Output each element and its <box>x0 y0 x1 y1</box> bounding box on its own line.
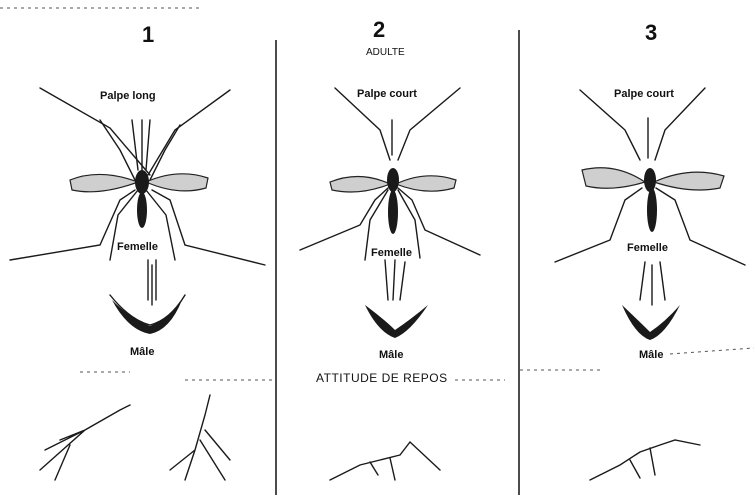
panel-3-female-label: Femelle <box>627 242 668 254</box>
panel-2-header: ADULTE <box>366 47 405 58</box>
panel-2-female-label: Femelle <box>371 247 412 259</box>
panel-1-female-label: Femelle <box>117 241 158 253</box>
panel-2-male-female-heads <box>365 260 428 338</box>
panel-3-number: 3 <box>645 20 657 46</box>
panel-2-resting-pose <box>330 442 440 480</box>
rest-attitude-label: ATTITUDE DE REPOS <box>316 371 448 385</box>
panel-1-male-female-heads <box>110 260 185 334</box>
panel-1-adult-mosquito <box>10 88 265 265</box>
panel-3-palp-label: Palpe court <box>614 88 674 100</box>
panel-2-male-label: Mâle <box>379 349 403 361</box>
panel-2-number: 2 <box>373 17 385 43</box>
panel-3-male-female-heads <box>622 262 680 340</box>
panel-3-adult-mosquito <box>555 88 745 265</box>
panel-1-male-label: Mâle <box>130 346 154 358</box>
panel-2-palp-label: Palpe court <box>357 88 417 100</box>
panel-3-male-label: Mâle <box>639 349 663 361</box>
panel-1-resting-pose <box>40 395 230 480</box>
panel-1-number: 1 <box>142 22 154 48</box>
panel-3-resting-pose <box>590 440 700 480</box>
panel-1-palp-label: Palpe long <box>100 90 156 102</box>
panel-2-adult-mosquito <box>300 88 480 260</box>
